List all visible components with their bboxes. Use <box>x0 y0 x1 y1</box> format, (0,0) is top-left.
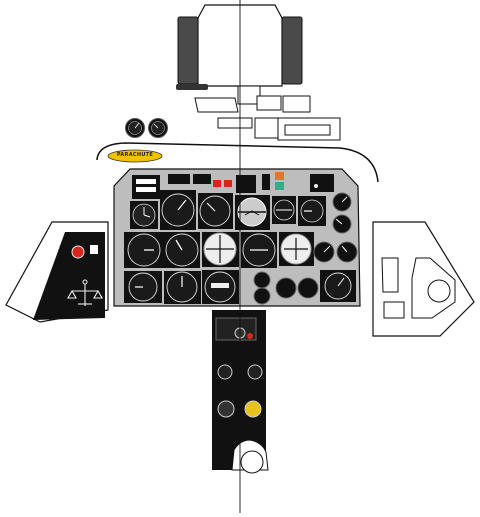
pedestal-yellow-button[interactable] <box>244 400 262 418</box>
heading-indicator <box>241 232 277 268</box>
attitude-indicator <box>198 193 233 229</box>
airspeed-indicator <box>160 190 196 230</box>
accelerometer <box>124 271 162 303</box>
airspeed-mach-indicator <box>164 232 200 268</box>
aircraft-pictogram-icon <box>67 279 103 306</box>
left-console-panel <box>33 232 105 320</box>
ejection-seat <box>176 4 303 90</box>
parachute-label: PARACHUTE <box>116 152 154 158</box>
turn-indicator <box>272 196 296 224</box>
center-pedestal <box>212 310 266 470</box>
warning-lamp-icon[interactable] <box>71 245 85 259</box>
course-indicator <box>279 232 314 266</box>
altimeter <box>124 232 164 268</box>
altimeter-2 <box>164 271 201 304</box>
vertical-speed-indicator <box>298 196 326 226</box>
clock <box>130 201 158 229</box>
right-small-gauges <box>332 192 352 234</box>
parachute-badge[interactable] <box>107 149 163 163</box>
right-console <box>372 221 475 337</box>
standby-gauges <box>125 118 168 138</box>
attitude-indicator-2 <box>235 195 270 230</box>
horizontal-situation-indicator <box>202 232 239 267</box>
seat-pad-right <box>281 16 303 85</box>
engine-gauge-cluster <box>253 270 356 305</box>
right-console-details <box>381 257 456 319</box>
seat-rails <box>194 85 341 141</box>
glareshield <box>96 142 379 183</box>
seat-pad-left <box>177 16 199 85</box>
engine-gauge <box>313 241 358 263</box>
annunciator-panel <box>132 172 334 199</box>
fuel-quantity-indicator <box>202 270 239 304</box>
